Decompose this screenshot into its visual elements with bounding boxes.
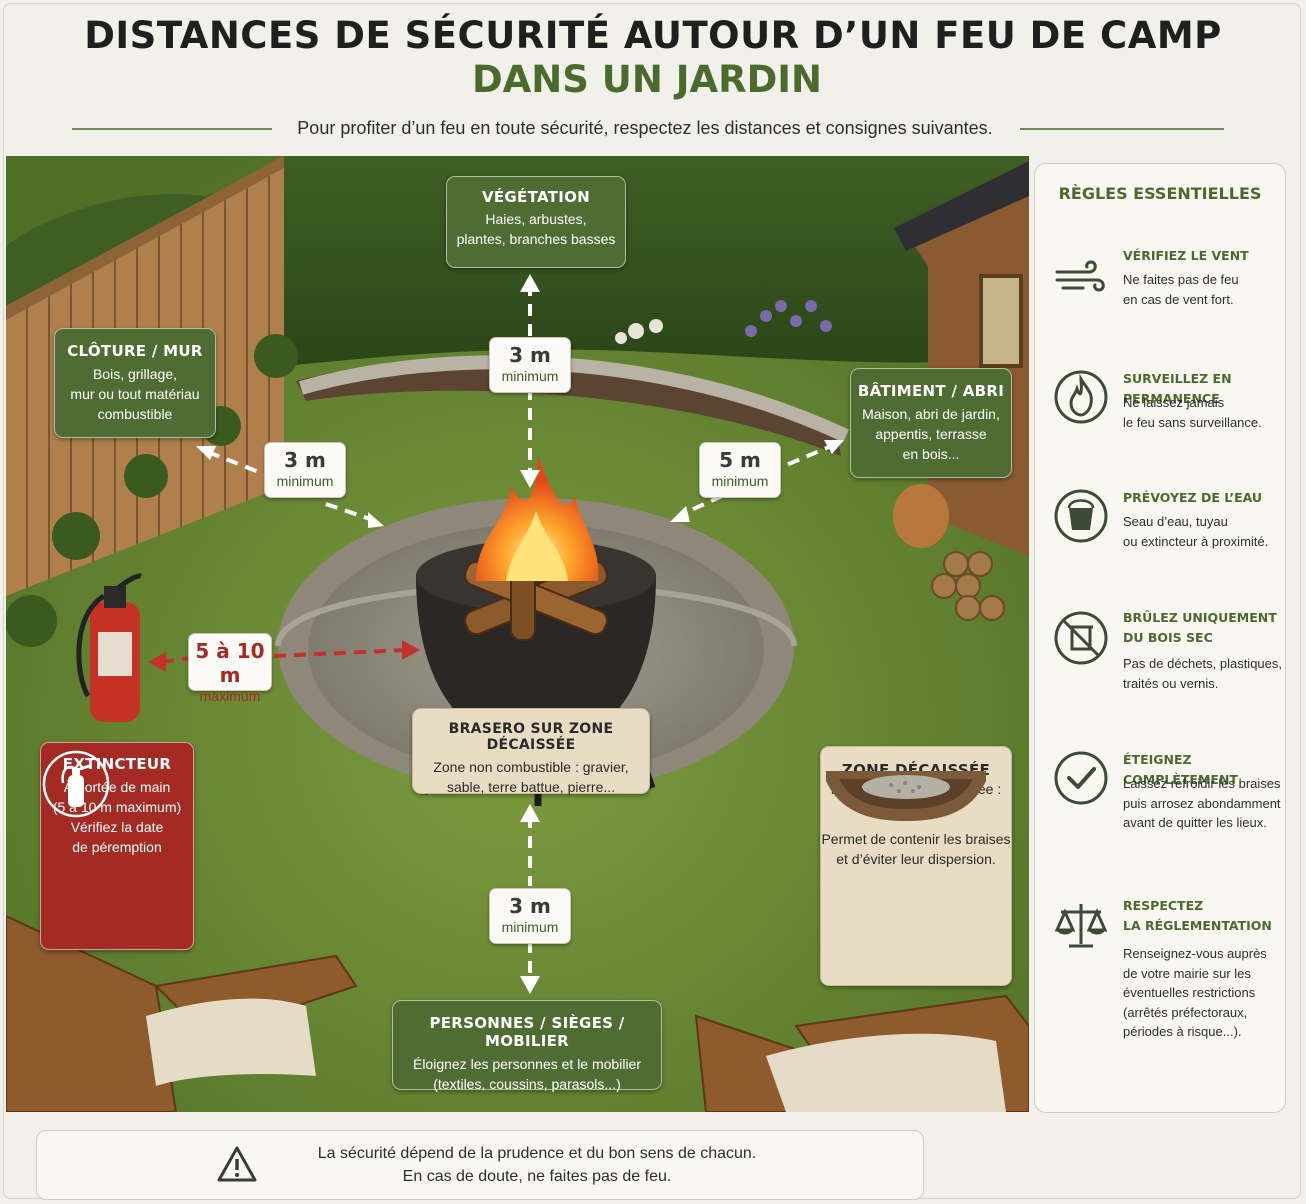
subtitle-rule-right xyxy=(1020,128,1224,130)
distance-people-label: minimum xyxy=(501,919,559,935)
brasero-text: Zone non combustible : gravier, sable, t… xyxy=(433,759,629,795)
distance-building-tag: 5 m minimum xyxy=(699,442,781,498)
rule-extinguish-text: Laissez refroidir les braises puis arros… xyxy=(1123,776,1281,830)
rule-wind-title: VÉRIFIEZ LE VENT xyxy=(1123,248,1249,263)
fence-label: CLÔTURE / MUR Bois, grillage, mur ou tou… xyxy=(54,328,216,438)
rules-panel: RÈGLES ESSENTIELLES VÉRIFIEZ LE VENT Ne … xyxy=(1034,163,1286,1113)
building-text: Maison, abri de jardin, appentis, terras… xyxy=(862,406,1000,462)
extinguisher-label: EXTINCTEUR À portée de main (5 à 10 m ma… xyxy=(40,742,194,950)
scales-icon xyxy=(1054,904,1108,948)
rule-wind-text: Ne faites pas de feu en cas de vent fort… xyxy=(1123,272,1239,307)
sunken-zone-text: Permet de contenir les braises et d’évit… xyxy=(821,831,1011,867)
people-title: PERSONNES / SIÈGES / MOBILIER xyxy=(429,1014,625,1050)
extinguisher-note: Vérifiez la date de péremption xyxy=(70,819,164,855)
rule-dry-wood-text: Pas de déchets, plastiques, traités ou v… xyxy=(1123,656,1282,691)
distance-fence-value: 3 m xyxy=(284,448,326,472)
distance-extinguisher-label: maximum xyxy=(199,688,261,704)
warning-icon xyxy=(217,1146,257,1182)
check-icon xyxy=(1054,751,1108,805)
rule-monitor-title: SURVEILLEZ EN PERMANENCE xyxy=(1123,371,1232,406)
brasero-label: BRASERO SUR ZONE DÉCAISSÉE Zone non comb… xyxy=(412,708,650,795)
vegetation-label: VÉGÉTATION Haies, arbustes, plantes, bra… xyxy=(446,176,626,268)
flame-icon xyxy=(1054,370,1108,424)
sunken-zone-diagram xyxy=(826,771,986,821)
page-title-line2: DANS UN JARDIN xyxy=(471,58,823,101)
rule-regulation-title: RESPECTEZ LA RÉGLEMENTATION xyxy=(1123,898,1272,933)
distance-fence-tag: 3 m minimum xyxy=(264,442,346,498)
rule-water-text: Seau d’eau, tuyau ou extincteur à proxim… xyxy=(1123,514,1269,549)
brasero-title: BRASERO SUR ZONE DÉCAISSÉE xyxy=(448,721,614,753)
safety-footer: La sécurité dépend de la prudence et du … xyxy=(36,1130,924,1200)
no-waste-icon xyxy=(1054,611,1108,665)
fire-extinguisher-icon xyxy=(42,750,110,818)
people-text: Éloignez les personnes et le mobilier (t… xyxy=(412,1056,641,1092)
rule-extinguish-title: ÉTEIGNEZ COMPLÈTEMENT xyxy=(1123,752,1238,787)
vegetation-text: Haies, arbustes, plantes, branches basse… xyxy=(456,211,616,247)
subtitle-rule-left xyxy=(72,128,272,130)
rules-panel-title: RÈGLES ESSENTIELLES xyxy=(1058,184,1262,203)
distance-extinguisher-value: 5 à 10 m xyxy=(195,639,265,687)
wind-icon xyxy=(1055,260,1105,292)
distance-vegetation-tag: 3 m minimum xyxy=(489,337,571,393)
safety-footer-text: La sécurité dépend de la prudence et du … xyxy=(317,1145,757,1185)
distance-people-tag: 3 m minimum xyxy=(489,888,571,944)
sunken-zone-card: ZONE DÉCAISSÉE Profondeur recommandée : … xyxy=(820,746,1012,986)
distance-extinguisher-tag: 5 à 10 m maximum xyxy=(188,633,272,704)
people-label: PERSONNES / SIÈGES / MOBILIER Éloignez l… xyxy=(392,1000,662,1092)
fence-text: Bois, grillage, mur ou tout matériau com… xyxy=(70,366,200,422)
rule-water-title: PRÉVOYEZ DE L’EAU xyxy=(1123,490,1263,505)
extinguisher-title: EXTINCTEUR xyxy=(62,755,172,773)
distance-people-value: 3 m xyxy=(509,894,551,918)
distance-fence-label: minimum xyxy=(276,473,334,489)
rule-dry-wood-title: BRÛLEZ UNIQUEMENT DU BOIS SEC xyxy=(1123,610,1277,645)
vegetation-title: VÉGÉTATION xyxy=(481,188,591,206)
page-subtitle: Pour profiter d’un feu en toute sécurité… xyxy=(297,118,993,138)
garden-scene: VÉGÉTATION Haies, arbustes, plantes, bra… xyxy=(6,156,1029,1112)
fence-title: CLÔTURE / MUR xyxy=(67,342,203,360)
distance-vegetation-value: 3 m xyxy=(509,343,551,367)
page-title: DISTANCES DE SÉCURITÉ AUTOUR D’UN FEU DE… xyxy=(84,14,1222,57)
distance-building-value: 5 m xyxy=(719,448,761,472)
building-title: BÂTIMENT / ABRI xyxy=(857,382,1005,400)
distance-vegetation-label: minimum xyxy=(501,368,559,384)
rule-monitor-text: Ne laissez jamais le feu sans surveillan… xyxy=(1123,395,1262,430)
building-label: BÂTIMENT / ABRI Maison, abri de jardin, … xyxy=(850,368,1012,478)
bucket-icon xyxy=(1054,489,1108,543)
rule-regulation-text: Renseignez-vous auprès de votre mairie s… xyxy=(1123,946,1267,1039)
distance-building-label: minimum xyxy=(711,473,769,489)
